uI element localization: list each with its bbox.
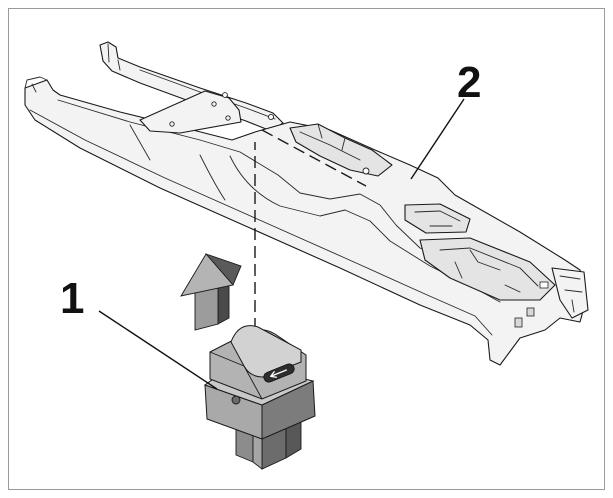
crossbar-bolt-hole xyxy=(169,121,175,127)
console-crossbar xyxy=(139,90,242,134)
callout-1-label: 1 xyxy=(60,274,84,323)
crossbar-bolt-hole xyxy=(211,101,217,107)
installation-guide xyxy=(254,129,367,330)
console-lower-edge xyxy=(29,109,493,336)
installation-guide-diagonal xyxy=(261,129,367,187)
callout-2: 2 xyxy=(410,58,481,180)
crossbar-bolt-hole xyxy=(225,115,231,121)
callout-2-label: 2 xyxy=(457,58,481,107)
front-bracket-detail xyxy=(559,275,583,313)
center-console xyxy=(24,41,589,366)
diagram-frame xyxy=(8,8,605,490)
console-bolt xyxy=(362,167,370,175)
storage-tray-detail xyxy=(439,247,539,293)
switch-part xyxy=(203,325,316,470)
console-storage-tray xyxy=(419,237,556,301)
arrow-head-front xyxy=(180,253,234,297)
switch-mounting-hole xyxy=(231,395,241,405)
console-bolt xyxy=(267,113,275,121)
install-direction-arrow xyxy=(180,253,242,331)
console-clip xyxy=(526,307,535,317)
switch-slot xyxy=(263,363,295,383)
console-inner-floor xyxy=(229,155,501,303)
console-rear-hook xyxy=(24,76,48,93)
console-side-line xyxy=(129,124,226,201)
switch-cap-edge xyxy=(209,351,263,400)
cupholder-detail xyxy=(414,210,461,227)
switch-cap-ridge xyxy=(230,325,302,378)
console-front-bracket xyxy=(551,267,589,319)
callout-1: 1 xyxy=(60,274,218,390)
callout-2-leader-line xyxy=(410,98,465,180)
console-bolt xyxy=(222,92,228,98)
console-shell xyxy=(24,79,587,366)
switch-arrow-icon xyxy=(270,369,288,378)
console-clip xyxy=(514,317,523,328)
console-cupholder-opening xyxy=(404,203,471,234)
console-opening-detail xyxy=(299,123,361,161)
callout-1-leader-line xyxy=(98,310,218,390)
console-clip xyxy=(539,281,549,289)
